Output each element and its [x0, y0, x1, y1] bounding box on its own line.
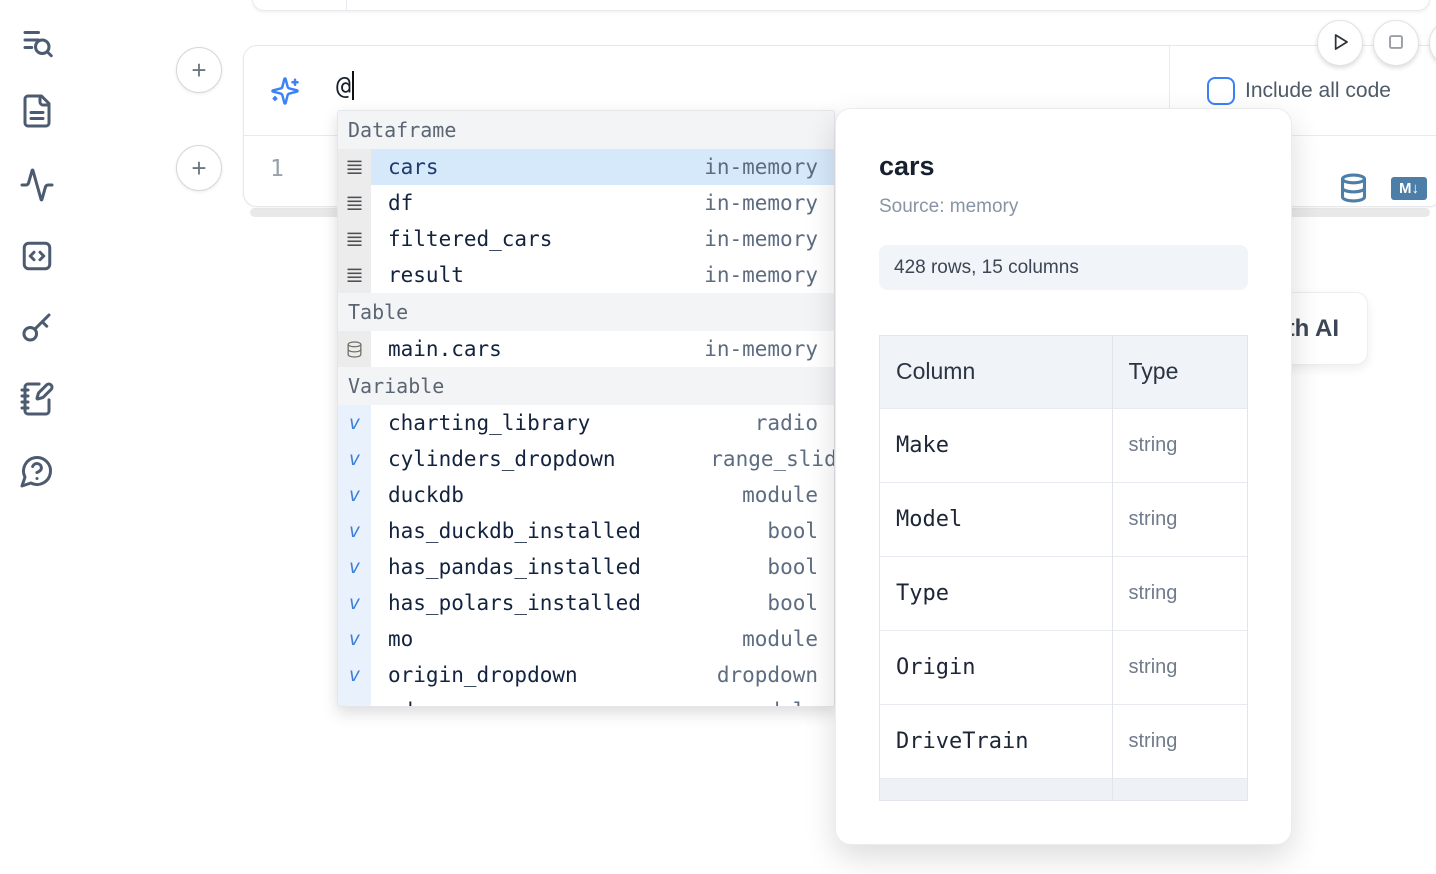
dataframe-rows-icon [338, 221, 371, 257]
popover-source: Source: memory [879, 196, 1019, 217]
sidebar-activity-button[interactable] [17, 166, 57, 206]
markdown-badge-button[interactable]: M↓ [1391, 177, 1427, 200]
datasource-button[interactable] [1338, 171, 1369, 205]
ai-sparkles-icon [270, 76, 300, 106]
dataframe-rows-icon [338, 185, 371, 221]
sidebar-snippets-button[interactable] [17, 237, 57, 277]
variable-icon: v [348, 484, 361, 506]
schema-row: DriveTrain string [880, 703, 1247, 778]
ai-prompt-input[interactable]: @ [336, 71, 355, 100]
list-search-icon [19, 25, 55, 64]
schema-row: Origin string [880, 629, 1247, 704]
include-all-code-checkbox[interactable] [1207, 77, 1235, 105]
add-cell-below-button[interactable]: + [176, 145, 222, 191]
activity-icon [19, 167, 55, 206]
table-database-icon [338, 331, 371, 367]
help-chat-icon [19, 453, 55, 492]
variable-icon: v [348, 628, 361, 650]
dataframe-rows-icon [338, 257, 371, 293]
popover-shape-badge: 428 rows, 15 columns [879, 245, 1248, 290]
schema-row-partial [880, 777, 1247, 800]
schema-row: Type string [880, 555, 1247, 630]
previous-cell-edge [252, 0, 1430, 11]
schema-row: Model string [880, 481, 1247, 556]
variable-icon: v [348, 664, 361, 686]
schema-header-row: Column Type [880, 336, 1247, 408]
dataframe-rows-icon [338, 149, 371, 185]
variable-icon: v [348, 520, 361, 542]
schema-row: Make string [880, 407, 1247, 482]
database-icon [1338, 173, 1369, 208]
file-text-icon [19, 93, 55, 132]
previous-cell-divider [346, 0, 347, 10]
include-all-code-label: Include all code [1245, 79, 1391, 102]
autocomplete-section-dataframe: Dataframe [338, 111, 834, 149]
sidebar-secrets-button[interactable] [17, 308, 57, 348]
add-cell-above-button[interactable]: + [176, 47, 222, 93]
code-square-icon [19, 238, 55, 277]
schema-table: Column Type Make string Model string Typ… [880, 336, 1247, 800]
schema-header-column: Column [880, 336, 1112, 408]
autocomplete-item-pd-partial[interactable]: v pdmodule [338, 693, 834, 706]
variable-icon: v [349, 700, 360, 706]
autocomplete-section-variable: Variable [338, 367, 834, 405]
dataframe-detail-popover: cars Source: memory 428 rows, 15 columns… [835, 108, 1292, 845]
schema-table-wrapper: Column Type Make string Model string Typ… [879, 335, 1248, 801]
stop-icon [1383, 29, 1409, 58]
key-icon [19, 309, 55, 348]
ai-prompt-value: @ [336, 71, 352, 100]
autocomplete-section-table: Table [338, 293, 834, 331]
popover-title: cars [879, 151, 935, 181]
sidebar-files-button[interactable] [17, 92, 57, 132]
variable-icon: v [348, 592, 361, 614]
notebook-pen-icon [19, 381, 55, 420]
markdown-icon: M↓ [1399, 180, 1419, 197]
text-caret [352, 71, 355, 100]
variable-icon: v [348, 412, 361, 434]
run-cell-button[interactable] [1317, 20, 1363, 66]
ai-row-divider [1169, 46, 1170, 135]
sidebar-toc-search-button[interactable] [17, 24, 57, 64]
sidebar-scratchpad-button[interactable] [17, 380, 57, 420]
variable-icon: v [348, 556, 361, 578]
play-icon [1327, 29, 1353, 58]
stop-cell-button[interactable] [1373, 20, 1419, 66]
line-number: 1 [270, 156, 284, 182]
variable-icon: v [348, 448, 361, 470]
schema-header-type: Type [1111, 336, 1247, 408]
sidebar-help-button[interactable] [17, 452, 57, 492]
